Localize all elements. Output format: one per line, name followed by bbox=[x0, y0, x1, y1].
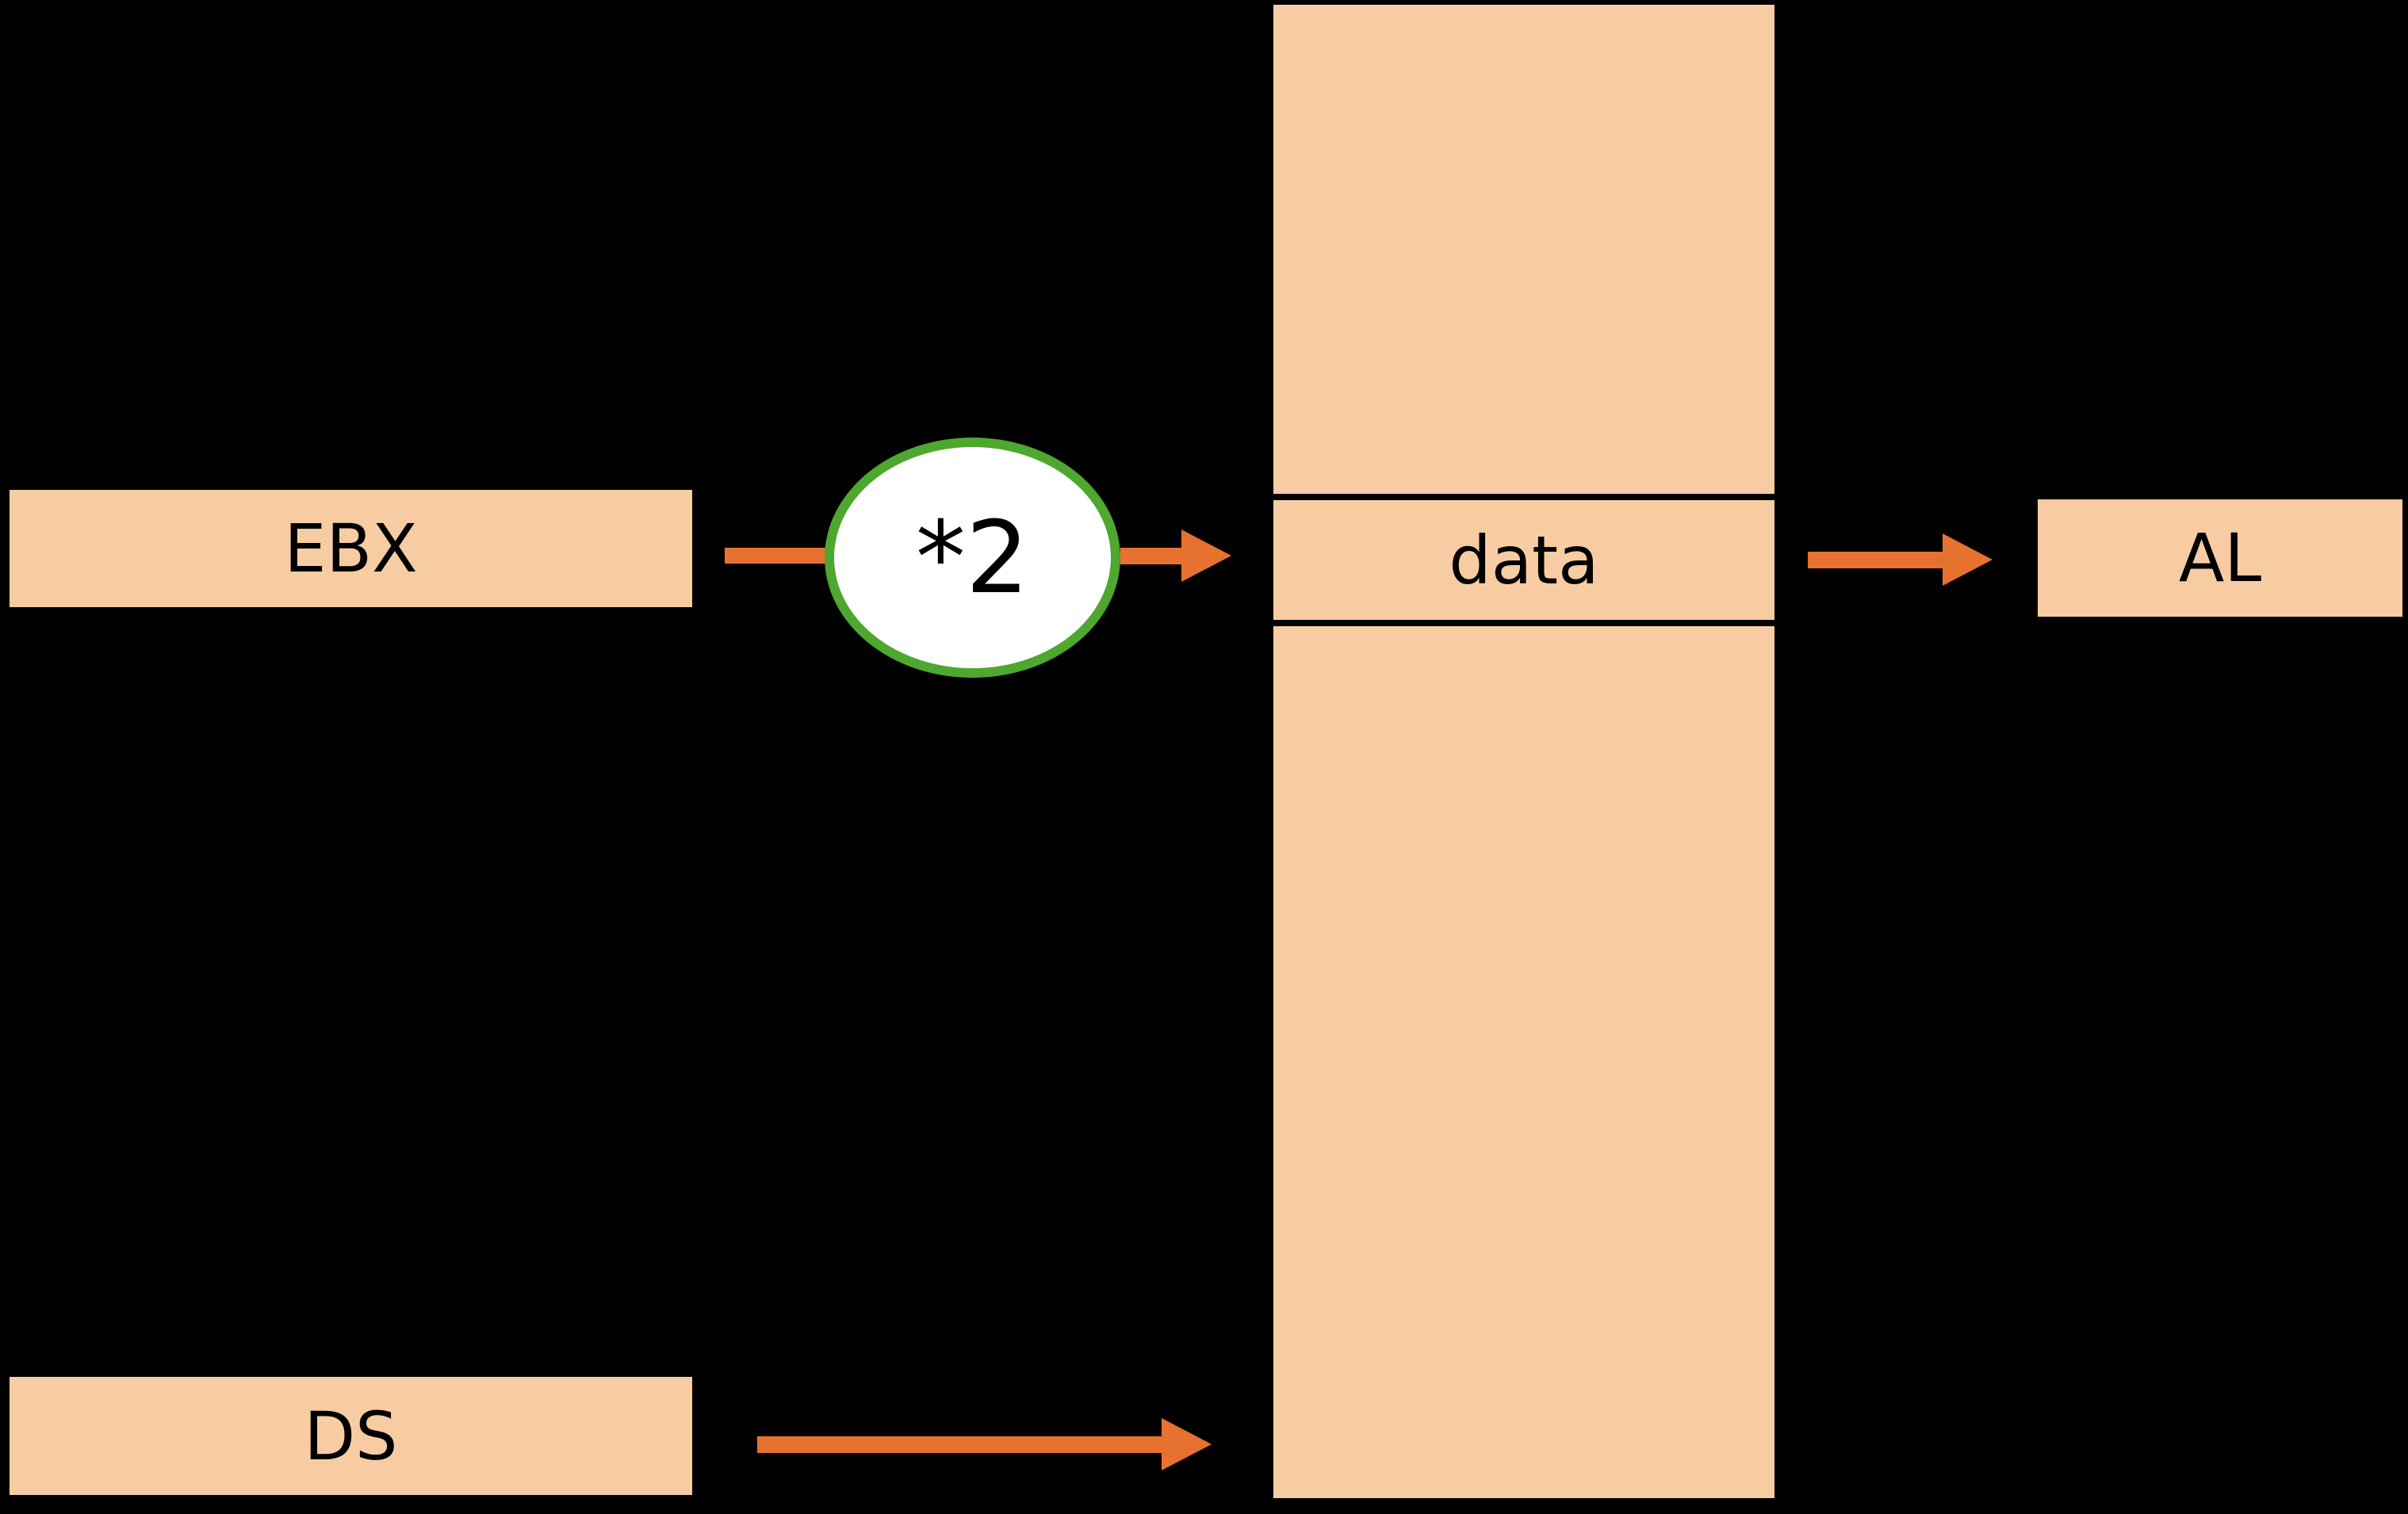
arrow-data-to-al-shaft bbox=[1808, 552, 1943, 568]
arrow-multiplier-to-memory-shaft bbox=[1120, 548, 1182, 564]
arrow-ds-to-memory-head bbox=[1162, 1418, 1212, 1470]
arrow-multiplier-to-memory-head bbox=[1181, 530, 1231, 582]
memory-data-cell: data bbox=[1273, 494, 1774, 626]
memory-cell-empty-bottom bbox=[1273, 626, 1774, 1498]
memory-column: data bbox=[1273, 5, 1774, 1498]
multiplier-node: *2 bbox=[825, 438, 1120, 678]
ds-register-box: DS bbox=[10, 1377, 692, 1495]
multiplier-label: *2 bbox=[915, 499, 1030, 616]
arrow-ebx-to-multiplier-shaft bbox=[725, 548, 826, 564]
ebx-register-label: EBX bbox=[284, 510, 418, 587]
al-register-label: AL bbox=[2178, 519, 2262, 597]
arrow-ds-to-memory-shaft bbox=[757, 1436, 1162, 1453]
arrow-data-to-al-head bbox=[1943, 533, 1993, 586]
memory-cell-empty-top bbox=[1273, 5, 1774, 494]
al-register-box: AL bbox=[2038, 499, 2402, 617]
ds-register-label: DS bbox=[304, 1397, 398, 1475]
ebx-register-box: EBX bbox=[10, 490, 692, 607]
memory-data-cell-label: data bbox=[1449, 521, 1599, 599]
